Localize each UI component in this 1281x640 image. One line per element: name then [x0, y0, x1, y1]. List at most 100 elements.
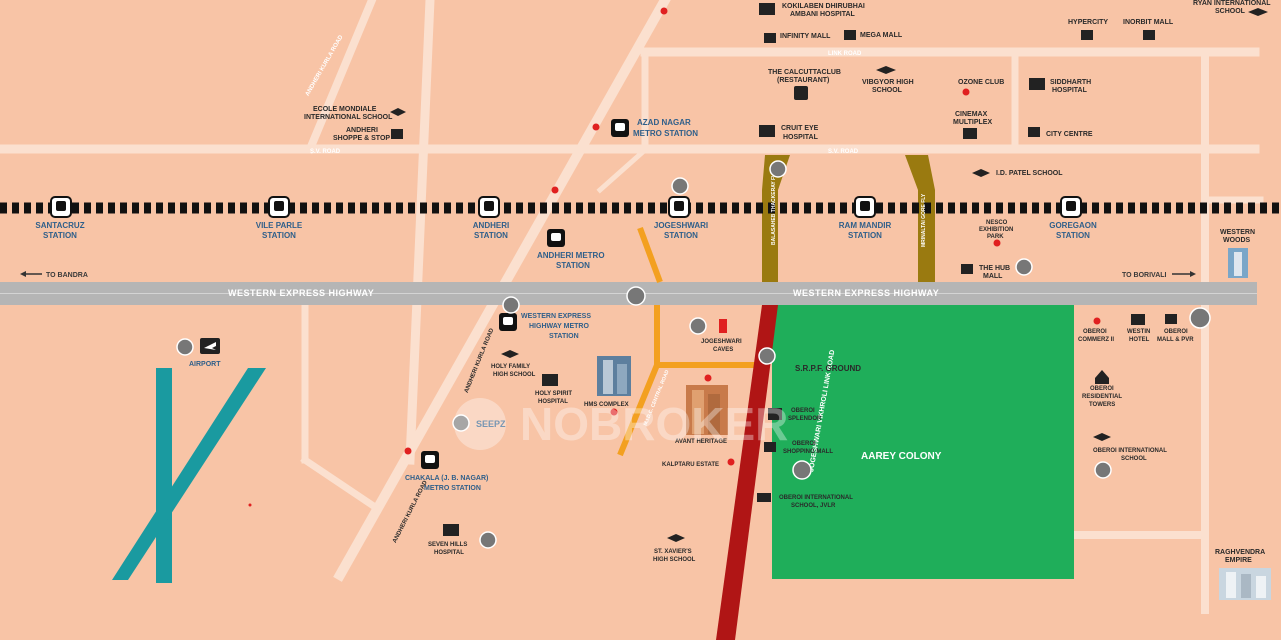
poi-oberoi-splendor[interactable]: OBEROI SPLENDOR: [768, 408, 822, 422]
school-cap-icon: [757, 493, 771, 502]
poi-ozone-club[interactable]: OZONE CLUB: [958, 79, 1004, 86]
poi-seepz[interactable]: SEEPZ: [476, 419, 506, 429]
svg-text:OBEROI INTERNATIONAL: OBEROI INTERNATIONAL: [779, 495, 853, 501]
metro-dots: [248, 7, 1101, 507]
svg-text:MEGA MALL: MEGA MALL: [860, 32, 903, 39]
svg-text:SCHOOL: SCHOOL: [1121, 456, 1147, 462]
train-station-icon: [274, 201, 284, 211]
road-network: [0, 0, 1264, 614]
flyover-roads: [762, 155, 935, 282]
train-station-icon: [1066, 201, 1076, 211]
poi-holy-spirit[interactable]: HOLY SPIRIT HOSPITAL: [535, 374, 572, 405]
poi-oberoi-intl-school[interactable]: OBEROI INTERNATIONAL SCHOOL: [1093, 433, 1167, 462]
poi-avant-heritage[interactable]: AVANT HERITAGE: [675, 385, 728, 445]
poi-kokilaben-hospital[interactable]: KOKILABEN DHIRUBHAI AMBANI HOSPITAL: [759, 3, 865, 18]
svg-text:AZAD NAGAR: AZAD NAGAR: [637, 118, 691, 127]
poi-andheri-shoppe[interactable]: ANDHERI SHOPPE & STOP: [333, 127, 403, 142]
poi-western-woods[interactable]: WESTERN WOODS: [1220, 229, 1255, 278]
metro-andheri[interactable]: ANDHERI METRO STATION: [537, 229, 605, 270]
svg-text:INFINITY MALL: INFINITY MALL: [780, 33, 831, 40]
svg-text:CAVES: CAVES: [713, 347, 733, 353]
poi-id-patel-school[interactable]: I.D. PATEL SCHOOL: [972, 169, 1063, 177]
svg-text:WOODS: WOODS: [1223, 237, 1251, 244]
svg-text:HOLY SPIRIT: HOLY SPIRIT: [535, 391, 572, 397]
poi-cruit-eye-hospital[interactable]: CRUIT EYE HOSPITAL: [759, 125, 819, 141]
poi-oberoi-residential[interactable]: OBEROI RESIDENTIAL TOWERS: [1082, 370, 1122, 408]
poi-seven-hills[interactable]: SEVEN HILLS HOSPITAL: [428, 524, 467, 556]
road-label-sv-mid: S.V. ROAD: [828, 149, 859, 155]
svg-text:MALL: MALL: [983, 273, 1003, 280]
svg-text:HOSPITAL: HOSPITAL: [434, 550, 464, 556]
station-andheri[interactable]: ANDHERI STATION: [473, 196, 509, 240]
svg-text:HOTEL: HOTEL: [1129, 337, 1150, 343]
shopping-cart-icon: [1028, 127, 1040, 137]
poi-infinity-mall[interactable]: INFINITY MALL: [764, 33, 831, 43]
svg-text:METRO STATION: METRO STATION: [424, 485, 481, 492]
svg-text:KALPTARU ESTATE: KALPTARU ESTATE: [662, 462, 719, 468]
svg-text:SEEPZ: SEEPZ: [476, 419, 506, 429]
svg-text:SEVEN HILLS: SEVEN HILLS: [428, 542, 467, 548]
svg-text:WESTERN: WESTERN: [1220, 229, 1255, 236]
poi-ecole-mondiale[interactable]: ECOLE MONDIALE INTERNATIONAL SCHOOL: [304, 106, 406, 121]
svg-text:SIDDHARTH: SIDDHARTH: [1050, 79, 1091, 86]
station-ram-mandir[interactable]: RAM MANDIR STATION: [839, 196, 892, 240]
school-cap-icon: [667, 534, 685, 542]
svg-text:OBEROI: OBEROI: [1090, 386, 1114, 392]
metro-chakala[interactable]: CHAKALA (J. B. NAGAR) METRO STATION: [404, 447, 489, 493]
train-station-icon: [674, 201, 684, 211]
svg-text:CITY CENTRE: CITY CENTRE: [1046, 131, 1093, 138]
shopping-cart-icon: [1081, 30, 1093, 40]
poi-holy-family[interactable]: HOLY FAMILY HIGH SCHOOL: [491, 350, 536, 378]
svg-text:STATION: STATION: [549, 333, 579, 340]
shopping-cart-icon: [844, 30, 856, 40]
svg-text:ST. XAVIER'S: ST. XAVIER'S: [654, 549, 692, 555]
svg-text:HMS COMPLEX: HMS COMPLEX: [584, 402, 629, 408]
poi-mega-mall[interactable]: MEGA MALL: [844, 30, 903, 40]
poi-westin-hotel[interactable]: WESTIN HOTEL: [1127, 314, 1150, 343]
poi-hub-mall[interactable]: THE HUB MALL: [961, 264, 1010, 280]
poi-oberoi-shopping-mall[interactable]: OBEROI SHOPPING MALL: [764, 441, 833, 455]
poi-oberoi-intl-jvlr[interactable]: OBEROI INTERNATIONAL SCHOOL, JVLR: [757, 493, 853, 509]
svg-text:PARK: PARK: [987, 234, 1004, 240]
svg-text:OBEROI: OBEROI: [1083, 329, 1107, 335]
poi-jogeshwari-caves[interactable]: JOGESHWARI CAVES: [701, 339, 742, 353]
station-goregaon[interactable]: GOREGAON STATION: [1049, 196, 1097, 240]
poi-oberoi-commerz[interactable]: OBEROI COMMERZ II: [1078, 329, 1114, 343]
poi-srpf-ground[interactable]: S.R.P.F. GROUND: [795, 364, 861, 373]
poi-nesco[interactable]: NESCO EXHIBITION PARK: [979, 220, 1013, 240]
station-vile-parle[interactable]: VILE PARLE STATION: [256, 196, 303, 240]
poi-kalptaru-estate[interactable]: KALPTARU ESTATE: [662, 462, 719, 468]
station-jogeshwari[interactable]: JOGESHWARI STATION: [654, 196, 708, 240]
svg-text:SPLENDOR: SPLENDOR: [788, 416, 822, 422]
svg-text:S.R.P.F. GROUND: S.R.P.F. GROUND: [795, 364, 861, 373]
svg-text:OBEROI: OBEROI: [1164, 329, 1188, 335]
poi-calcutta-club[interactable]: THE CALCUTTACLUB (RESTAURANT): [768, 69, 841, 100]
poi-vibgyor-school[interactable]: VIBGYOR HIGH SCHOOL: [862, 66, 914, 94]
svg-text:STATION: STATION: [664, 231, 698, 240]
poi-city-centre[interactable]: CITY CENTRE: [1028, 127, 1093, 138]
poi-airport[interactable]: AIRPORT: [189, 338, 221, 368]
poi-st-xaviers[interactable]: ST. XAVIER'S HIGH SCHOOL: [653, 534, 696, 563]
svg-text:JOGESHWARI: JOGESHWARI: [654, 221, 708, 230]
poi-oberoi-mall-pvr[interactable]: OBEROI MALL & PVR: [1157, 314, 1194, 343]
poi-raghvendra-empire[interactable]: RAGHVENDRA EMPIRE: [1215, 549, 1271, 600]
shopping-cart-icon: [961, 264, 973, 274]
poi-cinemax[interactable]: CINEMAX MULTIPLEX: [953, 111, 992, 139]
svg-text:SHOPPE & STOP: SHOPPE & STOP: [333, 135, 390, 142]
nobroker-watermark: NOBROKER: [454, 398, 788, 450]
poi-hypercity[interactable]: HYPERCITY: [1068, 19, 1108, 40]
metro-azad-nagar[interactable]: AZAD NAGAR METRO STATION: [592, 118, 699, 138]
svg-text:SCHOOL, JVLR: SCHOOL, JVLR: [791, 503, 836, 509]
poi-ryan-school[interactable]: RYAN INTERNATIONAL SCHOOL: [1193, 0, 1271, 16]
svg-text:HYPERCITY: HYPERCITY: [1068, 19, 1108, 26]
poi-inorbit-mall[interactable]: INORBIT MALL: [1123, 19, 1174, 40]
svg-text:STATION: STATION: [262, 231, 296, 240]
svg-text:SCHOOL: SCHOOL: [1215, 8, 1246, 15]
poi-hms-complex[interactable]: HMS COMPLEX: [584, 356, 631, 408]
station-santacruz[interactable]: SANTACRUZ STATION: [35, 196, 85, 240]
svg-text:METRO STATION: METRO STATION: [633, 129, 698, 138]
poi-siddharth-hospital[interactable]: SIDDHARTH HOSPITAL: [1029, 78, 1091, 94]
svg-text:HOSPITAL: HOSPITAL: [783, 134, 819, 141]
hospital-icon: [1029, 78, 1045, 90]
